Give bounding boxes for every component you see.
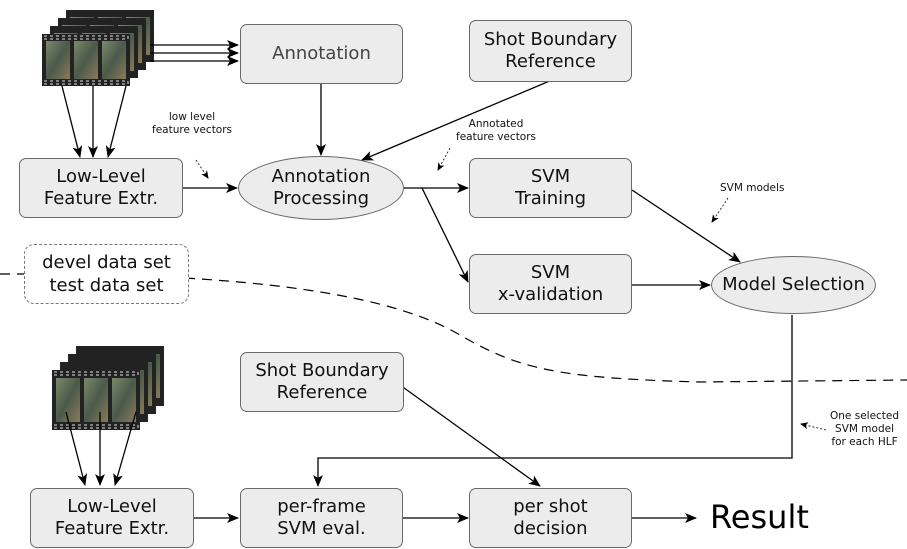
annotation-node: Annotation [240, 24, 403, 84]
arrow-shotboundary-pershot [399, 384, 541, 487]
model-selection-node: Model Selection [711, 256, 876, 314]
annotation-processing-node: Annotation Processing [238, 156, 404, 220]
low-level-bottom-node: Low-Level Feature Extr. [30, 488, 194, 548]
per-shot-node: per shot decision [469, 488, 632, 548]
pointer-one-selected [800, 422, 827, 431]
shot-boundary-top-node: Shot Boundary Reference [469, 20, 632, 82]
arrow-training-model [631, 189, 741, 263]
note-svm-models: SVM models [720, 182, 785, 194]
arrow-shotboundary-processing [361, 79, 553, 161]
pointer-annotated-vectors [437, 147, 451, 171]
note-one-selected: One selected SVM model for each HLF [830, 410, 900, 448]
legend-test: test data set [49, 275, 164, 296]
video-frames-top-icon [42, 10, 154, 86]
arrow-frames-lowlevel-1 [61, 85, 83, 158]
dataset-legend: devel data set test data set [24, 244, 189, 304]
pointer-svm-models [711, 197, 729, 223]
legend-devel: devel data set [42, 252, 171, 273]
low-level-top-node: Low-Level Feature Extr. [19, 158, 183, 218]
svm-training-node: SVM Training [469, 158, 632, 218]
arrow-processing-xval [421, 187, 469, 283]
per-frame-node: per-frame SVM eval. [240, 488, 403, 548]
result-label: Result [710, 498, 809, 536]
note-annotated-vectors: Annotated feature vectors [456, 118, 537, 143]
shot-boundary-bottom-node: Shot Boundary Reference [240, 352, 404, 412]
svm-xval-node: SVM x-validation [469, 254, 632, 314]
arrow-model-perframe [313, 315, 793, 487]
note-low-level-vectors: low level feature vectors [152, 111, 233, 136]
arrow-frames-lowlevel-3 [105, 85, 127, 158]
arrow-frames-lowlevel-b3 [113, 411, 137, 486]
video-frames-bottom-icon [52, 346, 164, 430]
pointer-low-level-vectors [195, 159, 209, 179]
arrow-frames-lowlevel-b1 [65, 411, 88, 486]
